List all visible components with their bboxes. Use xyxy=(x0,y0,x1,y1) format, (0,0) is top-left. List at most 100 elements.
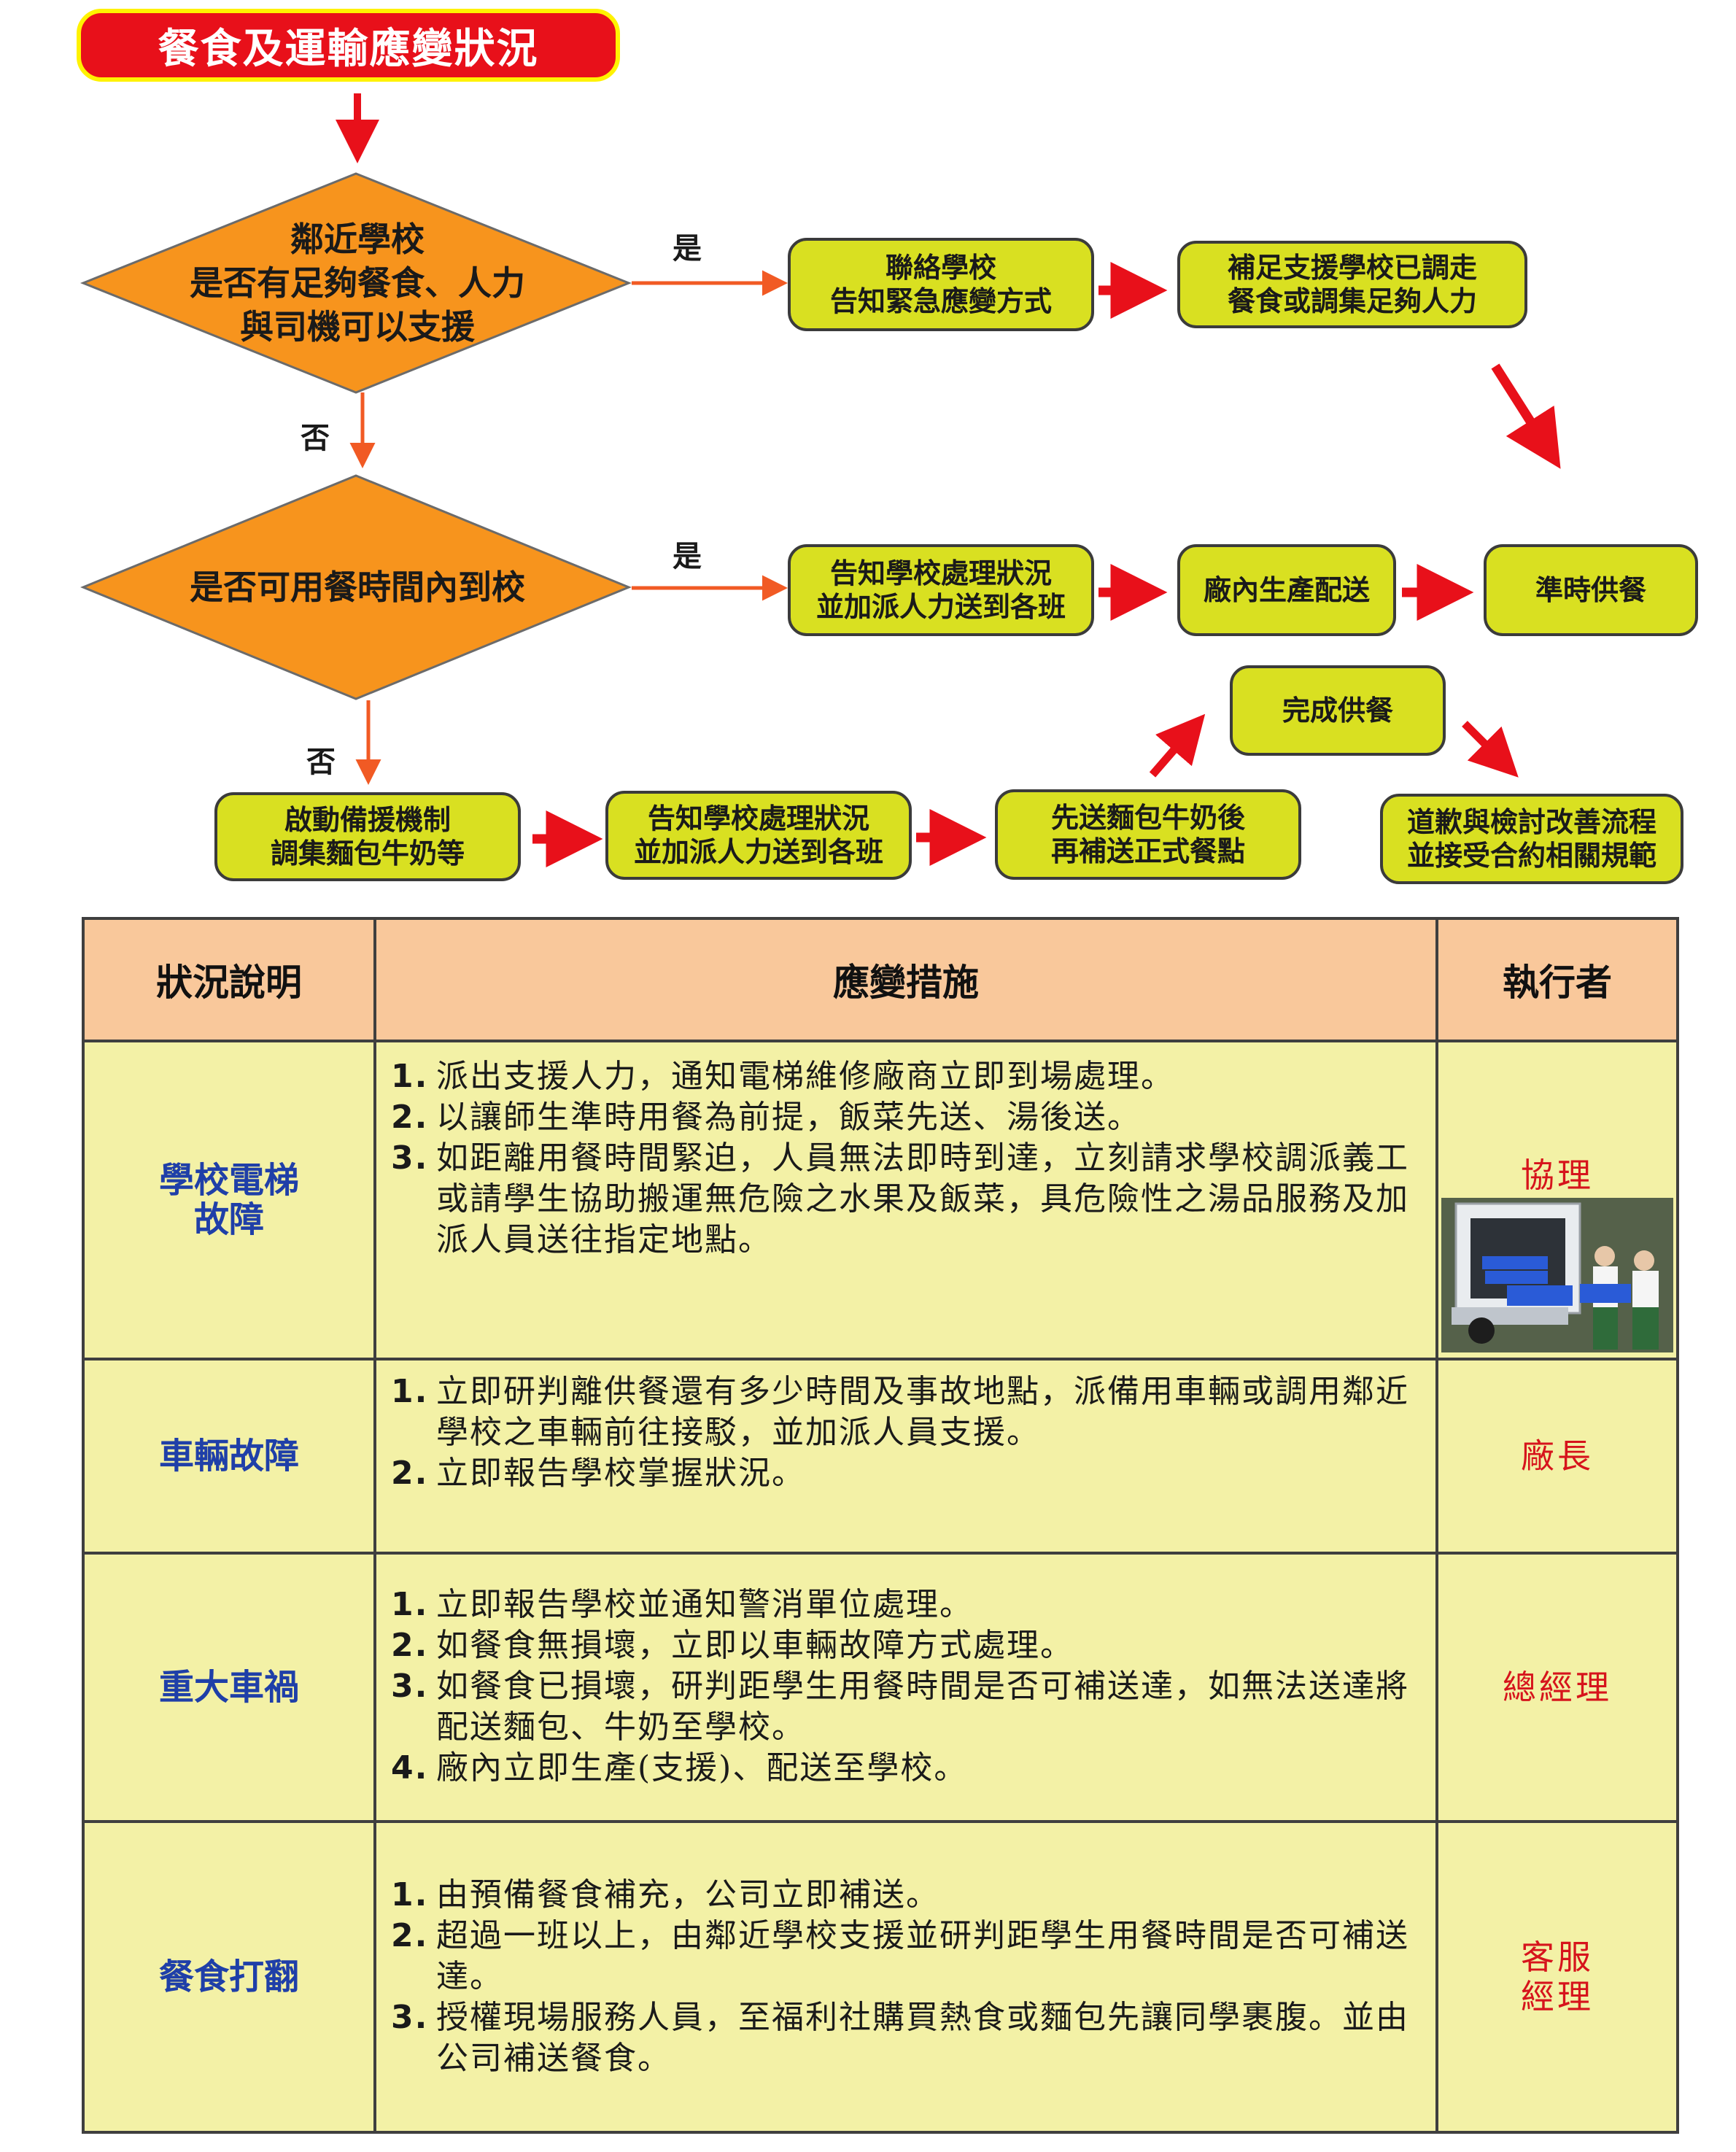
box-bread-first: 先送麵包牛奶後再補送正式餐點 xyxy=(995,789,1301,880)
list-item: 4.廠內立即生產(支援)、配送至學校。 xyxy=(391,1748,1419,1789)
grid-line xyxy=(82,1820,1679,1823)
decision1-text: 鄰近學校 是否有足夠餐食、人力 與司機可以支援 xyxy=(124,196,591,371)
box-apologize-line1: 道歉與檢討改善流程 xyxy=(1406,806,1656,838)
row4-executor-line2: 經理 xyxy=(1521,1977,1594,2016)
arrow-supplement-to-ontime xyxy=(1491,363,1561,469)
row4-executor: 客服經理 xyxy=(1438,1823,1676,2131)
row2-situation-label: 車輛故障 xyxy=(158,1436,299,1476)
box-notify-staff-2: 告知學校處理狀況並加派人力送到各班 xyxy=(605,791,912,880)
item-number: 2. xyxy=(391,1917,429,1954)
header-measures: 應變措施 xyxy=(376,920,1435,1040)
grid-line xyxy=(1435,917,1438,2134)
item-text: 立即報告學校並通知警消單位處理。 xyxy=(436,1586,973,1623)
item-text: 超過一班以上，由鄰近學校支援並研判距學生用餐時間是否可補送達。 xyxy=(436,1917,1409,1995)
box-contact-school: 聯絡學校告知緊急應變方式 xyxy=(788,238,1094,331)
delivery-truck-photo xyxy=(1441,1198,1673,1352)
response-table xyxy=(82,917,1679,2134)
list-item: 2.立即報告學校掌握狀況。 xyxy=(391,1453,1419,1494)
box-bread-first-line1: 先送麵包牛奶後 xyxy=(1050,802,1245,834)
header-measures-label: 應變措施 xyxy=(833,961,979,1004)
list-item: 2.如餐食無損壞，立即以車輛故障方式處理。 xyxy=(391,1625,1419,1666)
item-number: 1. xyxy=(391,1586,429,1623)
row3-executor-label: 總經理 xyxy=(1503,1668,1612,1707)
item-number: 3. xyxy=(391,1668,429,1705)
row1-executor: 協理 xyxy=(1438,1150,1676,1201)
header-situation: 狀況說明 xyxy=(85,920,373,1040)
row2-executor-label: 廠長 xyxy=(1521,1436,1594,1476)
row1-situation-line2: 故障 xyxy=(193,1199,264,1240)
box-notify-staff-line1: 告知學校處理狀況 xyxy=(829,557,1052,589)
row1-situation-line1: 學校電梯 xyxy=(158,1160,299,1201)
box-contact-school-line2: 告知緊急應變方式 xyxy=(829,285,1052,317)
row1-executor-label: 協理 xyxy=(1521,1156,1594,1195)
decision2-label: 是否可用餐時間內到校 xyxy=(190,568,525,607)
row1-measures: 1.派出支援人力，通知電梯維修廠商立即到場處理。 2.以讓師生準時用餐為前提，飯… xyxy=(391,1056,1419,1261)
label-no-2: 否 xyxy=(306,746,336,779)
row4-situation: 餐食打翻 xyxy=(85,1823,373,2131)
truck-illustration xyxy=(1441,1198,1673,1352)
arrow-complete-to-apologize xyxy=(1462,721,1519,778)
row4-measures: 1.由預備餐食補充，公司立即補送。 2.超過一班以上，由鄰近學校支援並研判距學生… xyxy=(391,1875,1419,2079)
decision1-diamond xyxy=(80,172,632,394)
box-supplement-line2: 餐食或調集足夠人力 xyxy=(1227,285,1477,317)
item-text: 如距離用餐時間緊迫，人員無法即時到達，立刻請求學校調派義工或請學生協助搬運無危險… xyxy=(436,1139,1409,1258)
grid-line xyxy=(82,1358,1679,1361)
decision1-line2: 是否有足夠餐食、人力 xyxy=(190,263,525,303)
decision2-diamond xyxy=(80,474,632,700)
item-number: 4. xyxy=(391,1749,429,1787)
row3-executor: 總經理 xyxy=(1438,1555,1676,1820)
item-text: 廠內立即生產(支援)、配送至學校。 xyxy=(436,1749,968,1787)
grid-line xyxy=(373,917,376,2134)
box-notify-staff-2-line1: 告知學校處理狀況 xyxy=(647,802,869,835)
arrow-bread-to-complete xyxy=(1149,713,1206,778)
item-number: 1. xyxy=(391,1373,429,1410)
item-text: 授權現場服務人員，至福利社購買熱食或麵包先讓同學裹腹。並由公司補送餐食。 xyxy=(436,1999,1409,2077)
row3-situation-label: 重大車禍 xyxy=(158,1667,299,1708)
row2-measures: 1.立即研判離供餐還有多少時間及事故地點，派備用車輛或調用鄰近學校之車輛前往接駁… xyxy=(391,1371,1419,1494)
row4-executor-line1: 客服 xyxy=(1521,1938,1594,1977)
row2-situation: 車輛故障 xyxy=(85,1361,373,1552)
box-backup-line2: 調集麵包牛奶等 xyxy=(270,837,465,870)
box-notify-staff-line2: 並加派人力送到各班 xyxy=(815,591,1066,623)
list-item: 1.立即研判離供餐還有多少時間及事故地點，派備用車輛或調用鄰近學校之車輛前往接駁… xyxy=(391,1371,1419,1453)
box-complete: 完成供餐 xyxy=(1230,665,1446,756)
box-apologize-line2: 並接受合約相關規範 xyxy=(1406,840,1656,872)
item-number: 2. xyxy=(391,1099,429,1136)
decision1-line1: 鄰近學校 xyxy=(290,220,425,259)
box-backup: 啟動備援機制調集麵包牛奶等 xyxy=(214,792,521,881)
row4-situation-label: 餐食打翻 xyxy=(158,1956,299,1997)
grid-line xyxy=(82,1040,1679,1042)
row3-measures: 1.立即報告學校並通知警消單位處理。 2.如餐食無損壞，立即以車輛故障方式處理。… xyxy=(391,1584,1419,1789)
box-supplement-line1: 補足支援學校已調走 xyxy=(1227,252,1477,284)
header-executor-label: 執行者 xyxy=(1503,961,1612,1004)
item-number: 3. xyxy=(391,1139,429,1177)
decision2-text: 是否可用餐時間內到校 xyxy=(124,562,591,613)
item-number: 2. xyxy=(391,1627,429,1664)
box-complete-label: 完成供餐 xyxy=(1282,694,1393,727)
box-backup-line1: 啟動備援機制 xyxy=(284,804,451,836)
row2-executor: 廠長 xyxy=(1438,1361,1676,1552)
box-supplement: 補足支援學校已調走餐食或調集足夠人力 xyxy=(1177,241,1527,328)
list-item: 1.派出支援人力，通知電梯維修廠商立即到場處理。 xyxy=(391,1056,1419,1097)
box-factory-label: 廠內生產配送 xyxy=(1203,574,1370,606)
item-text: 派出支援人力，通知電梯維修廠商立即到場處理。 xyxy=(436,1058,1174,1095)
header-situation-label: 狀況說明 xyxy=(156,961,302,1004)
row3-situation: 重大車禍 xyxy=(85,1555,373,1820)
box-apologize: 道歉與檢討改善流程並接受合約相關規範 xyxy=(1380,794,1683,884)
list-item: 3.如距離用餐時間緊迫，人員無法即時到達，立刻請求學校調派義工或請學生協助搬運無… xyxy=(391,1138,1419,1261)
item-text: 如餐食無損壞，立即以車輛故障方式處理。 xyxy=(436,1627,1074,1664)
page-title: 餐食及運輸應變狀況 xyxy=(158,25,539,73)
item-text: 由預備餐食補充，公司立即補送。 xyxy=(436,1876,939,1913)
list-item: 1.立即報告學校並通知警消單位處理。 xyxy=(391,1584,1419,1625)
item-text: 立即報告學校掌握狀況。 xyxy=(436,1455,805,1492)
box-ontime: 準時供餐 xyxy=(1484,544,1698,636)
label-yes-2: 是 xyxy=(673,540,702,573)
box-notify-staff-2-line2: 並加派人力送到各班 xyxy=(633,836,883,868)
box-ontime-label: 準時供餐 xyxy=(1535,574,1646,606)
list-item: 1.由預備餐食補充，公司立即補送。 xyxy=(391,1875,1419,1916)
header-executor: 執行者 xyxy=(1438,920,1676,1040)
item-text: 如餐食已損壞，研判距學生用餐時間是否可補送達，如無法送達將配送麵包、牛奶至學校。 xyxy=(436,1668,1409,1746)
item-number: 2. xyxy=(391,1455,429,1492)
item-number: 1. xyxy=(391,1876,429,1913)
item-number: 1. xyxy=(391,1058,429,1095)
